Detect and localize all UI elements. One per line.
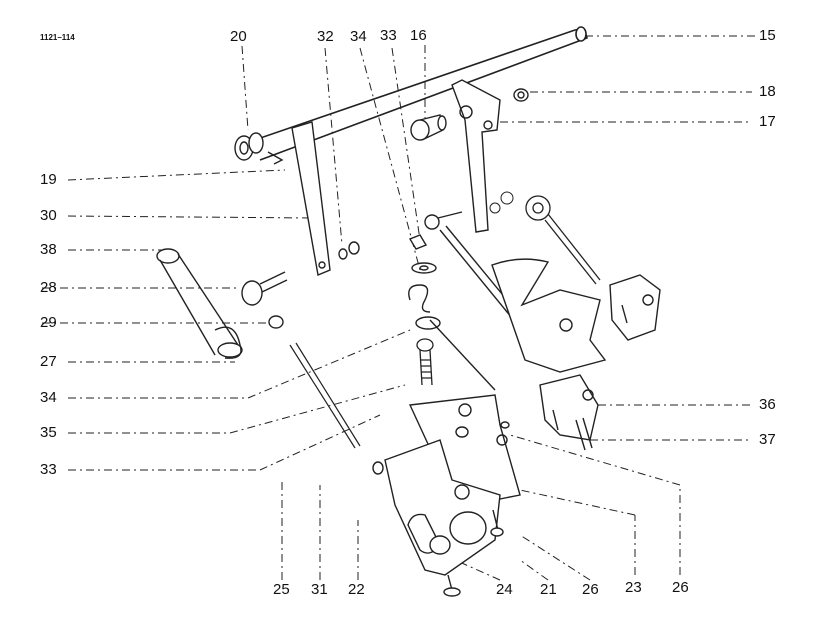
part-label-38: 38 bbox=[40, 241, 57, 258]
spring bbox=[408, 262, 496, 391]
part-label-31: 31 bbox=[311, 581, 328, 598]
part-label-26a: 26 bbox=[582, 581, 599, 598]
bottom-bracket bbox=[372, 439, 504, 597]
clamp-bracket bbox=[539, 374, 599, 451]
part-label-24: 24 bbox=[496, 581, 513, 598]
left-lever bbox=[291, 121, 360, 276]
part-label-22: 22 bbox=[348, 581, 365, 598]
link-rod bbox=[525, 195, 601, 285]
part-label-15: 15 bbox=[759, 27, 776, 44]
shaft bbox=[239, 26, 588, 161]
part-label-27: 27 bbox=[40, 353, 57, 370]
part-label-23: 23 bbox=[625, 579, 642, 596]
part-label-26b: 26 bbox=[672, 579, 689, 596]
part-label-34b: 34 bbox=[40, 389, 57, 406]
part-label-36: 36 bbox=[759, 396, 776, 413]
clip bbox=[609, 274, 661, 341]
bushing bbox=[234, 132, 284, 165]
part-label-18: 18 bbox=[759, 83, 776, 100]
part-label-20: 20 bbox=[230, 28, 247, 45]
part-label-37: 37 bbox=[759, 431, 776, 448]
part-label-19: 19 bbox=[40, 171, 57, 188]
tube bbox=[156, 248, 243, 359]
part-label-32: 32 bbox=[317, 28, 334, 45]
leader-lines bbox=[42, 35, 755, 581]
ball-joint bbox=[241, 271, 288, 329]
part-label-34a: 34 bbox=[350, 28, 367, 45]
part-label-30: 30 bbox=[40, 207, 57, 224]
part-label-29: 29 bbox=[40, 314, 57, 331]
part-label-28: 28 bbox=[40, 279, 57, 296]
part-label-35: 35 bbox=[40, 424, 57, 441]
crank-plate bbox=[491, 258, 607, 373]
part-label-16: 16 bbox=[410, 27, 427, 44]
right-lever bbox=[451, 79, 529, 233]
threaded-stud bbox=[289, 342, 361, 449]
bolt-33 bbox=[416, 338, 434, 386]
part-label-21: 21 bbox=[540, 581, 557, 598]
part-label-25: 25 bbox=[273, 581, 290, 598]
bolt bbox=[410, 114, 447, 141]
part-label-17: 17 bbox=[759, 113, 776, 130]
figure-code: 1121–114 bbox=[40, 33, 75, 42]
part-label-33b: 33 bbox=[40, 461, 57, 478]
part-label-33a: 33 bbox=[380, 27, 397, 44]
